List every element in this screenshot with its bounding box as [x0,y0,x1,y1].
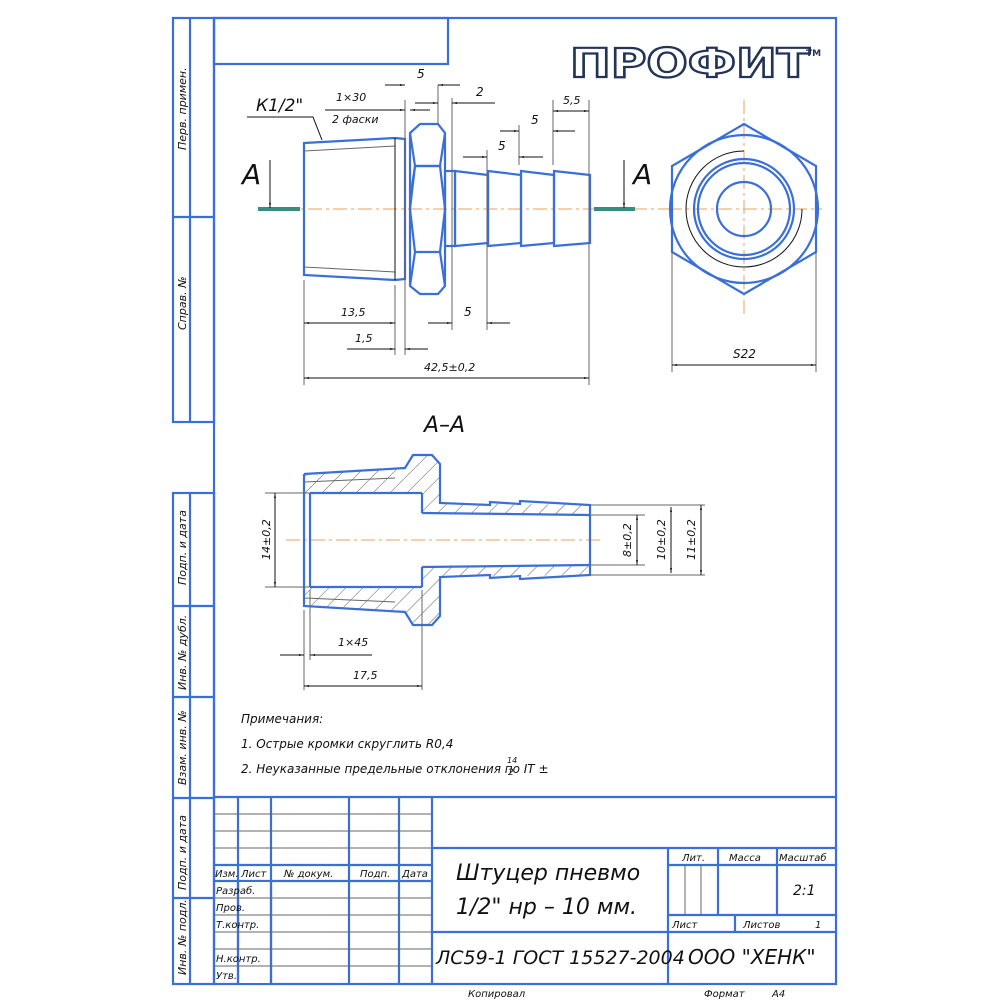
scale-value: 2:1 [793,883,816,899]
side-labels: Перв. примен. Справ. № Подп. и дата Инв.… [176,67,189,975]
dim-d10: 10±0,2 [655,519,668,560]
label-perv-primen: Перв. примен. [176,67,189,150]
hex-size-label: S22 [733,347,756,361]
header-list: Лист [240,869,268,880]
title-block: Изм. Лист № докум. Подп. Дата Разраб. Пр… [214,795,836,1000]
label-sprav: Справ. № [176,276,189,330]
main-view: А А 5 [240,67,680,385]
kopiroval: Копировал [468,989,526,1000]
label-inv-podl: Инв. № подл. [176,899,189,975]
role-prov: Пров. [216,903,245,914]
side-strip-upper [171,16,216,424]
dim-top-5-5: 5,5 [563,94,581,107]
part-name-line1: Штуцер пневмо [456,861,640,886]
header-n-dokum: № докум. [283,869,333,880]
dim-d11: 11±0,2 [685,519,698,560]
dim-5: 5 [464,305,472,319]
dim-mid-5a: 5 [531,113,539,127]
label-podp-data-1: Подп. и дата [176,510,189,585]
notes: Примечания: 1. Острые кромки скруглить R… [241,712,549,778]
role-nkontr: Н.контр. [216,954,261,965]
dim-top-5: 5 [417,67,425,81]
role-razrab: Разраб. [216,885,255,897]
side-strip-lower [171,491,216,986]
massa-label: Масса [729,853,761,864]
company: ООО "ХЕНК" [688,945,816,969]
chamfer-note: 2 фаски [332,113,378,126]
section-title: А–А [422,413,465,438]
list-label: Лист [671,920,699,931]
dim-13-5: 13,5 [341,306,366,319]
label-inv-dubl: Инв. № дубл. [176,615,189,690]
role-utv: Утв. [216,971,237,982]
profit-logo: ПРОФИТ TM [569,40,821,88]
section-view: А–А 14±0,2 8±0,2 10±0,2 11±0,2 [260,413,705,690]
header-podp: Подп. [360,869,390,880]
header-izm: Изм. [215,869,239,880]
dim-d14: 14±0,2 [260,519,273,560]
thread-label: К1/2" [256,96,303,116]
note-2-frac-bottom: 2 [508,768,514,778]
format-label: Формат [704,989,746,1000]
dim-mid-5b: 5 [498,139,506,153]
logo-text: ПРОФИТ [570,41,811,87]
lit-label: Лит. [681,853,705,864]
top-left-box [212,16,450,66]
dim-1-5: 1,5 [355,332,373,345]
dim-total: 42,5±0,2 [424,361,475,374]
note-2-frac-top: 14 [507,756,517,765]
dim-chamfer-45: 1×45 [338,636,368,649]
header-data: Дата [401,869,428,880]
note-1: 1. Острые кромки скруглить R0,4 [241,737,453,751]
masshtab-label: Масштаб [779,852,827,864]
label-vzam-inv: Взам. инв. № [176,710,189,785]
end-view: S22 [668,100,822,372]
logo-tm: TM [806,49,821,59]
material: ЛС59-1 ГОСТ 15527-2004 [435,947,685,969]
note-2: 2. Неуказанные предельные отклонения по … [241,762,549,776]
notes-heading: Примечания: [241,712,323,726]
section-letter-right: А [631,158,652,191]
format-value: А4 [771,989,785,1000]
dim-top-2: 2 [476,85,484,99]
section-letter-left: А [240,158,261,191]
listov-label: Листов [742,920,780,931]
dim-d8: 8±0,2 [621,523,634,557]
listov-value: 1 [815,920,821,931]
dim-17-5: 17,5 [353,669,378,682]
label-podp-data-2: Подп. и дата [176,815,189,890]
role-tkontr: Т.контр. [216,920,259,931]
chamfer-label: 1×30 [336,91,366,104]
part-name-line2: 1/2" нр – 10 мм. [456,895,637,920]
